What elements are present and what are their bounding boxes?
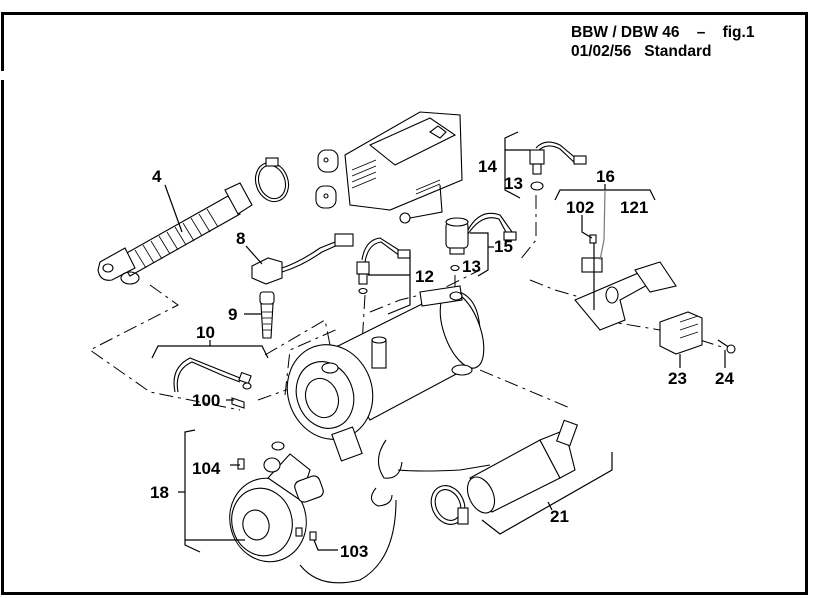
part-15-flame-sensor	[445, 212, 517, 272]
callout-121: 121	[620, 198, 648, 217]
part-4-flex-hose	[97, 182, 253, 285]
callout-15: 15	[494, 237, 513, 256]
callout-9: 9	[228, 305, 237, 324]
callout-leader-lines	[151, 131, 726, 553]
guide-line-seal-14	[519, 195, 537, 261]
header-line-1: BBW / DBW 46 – fig.1	[571, 23, 754, 42]
guide-line-burner	[284, 327, 341, 396]
part-24-screw	[717, 339, 736, 354]
part-14-overheat-sensor	[529, 141, 587, 191]
guide-line-seal-12	[361, 294, 366, 346]
callout-103: 103	[340, 542, 368, 561]
part-18-blower	[229, 441, 324, 563]
model-name: BBW / DBW 46	[571, 24, 680, 41]
date-code: 01/02/56	[571, 43, 632, 60]
header-separator: –	[696, 24, 706, 41]
part-hose-clamp	[254, 157, 290, 203]
part-fuel-line-clips	[299, 439, 491, 584]
callout-12: 12	[415, 267, 434, 286]
callout-21: 21	[550, 507, 569, 526]
frame-border-left-upper	[1, 12, 4, 71]
part-21-fuel-pump	[430, 419, 579, 525]
part-12-sensor	[356, 237, 411, 295]
callout-100: 100	[192, 391, 220, 410]
callout-labels: 4 8 9 10 12 13 13 14 15 16 18 21 23 24 1…	[150, 157, 734, 561]
callout-8: 8	[236, 229, 245, 248]
figure-number: fig.1	[722, 24, 755, 41]
part-16-bracket	[574, 234, 677, 331]
part-control-unit-cover	[315, 111, 463, 224]
callout-10: 10	[196, 323, 215, 342]
callout-23: 23	[668, 369, 687, 388]
callout-24: 24	[715, 369, 734, 388]
header-line-2: 01/02/56 Standard	[571, 42, 754, 61]
variant-name: Standard	[644, 43, 712, 60]
callout-14: 14	[478, 157, 497, 176]
part-8-plug-cable	[251, 233, 354, 285]
part-10-sensor-cable	[173, 357, 252, 409]
guide-line-hose	[89, 284, 241, 411]
callout-16: 16	[596, 167, 615, 186]
callout-18: 18	[150, 483, 169, 502]
frame-border-top	[1, 12, 808, 15]
callout-13-upper: 13	[504, 174, 523, 193]
callout-102: 102	[566, 198, 594, 217]
callout-104: 104	[192, 459, 221, 478]
guide-line-glow-plug	[264, 319, 333, 356]
callout-4: 4	[152, 167, 162, 186]
guide-line-screw	[699, 339, 726, 349]
figure-header: BBW / DBW 46 – fig.1 01/02/56 Standard	[571, 23, 754, 61]
frame-border-bottom	[1, 592, 808, 595]
part-23-connector	[659, 311, 703, 355]
frame-border-left-lower	[1, 80, 4, 595]
guide-line-bracket	[529, 279, 591, 301]
callout-13-lower: 13	[462, 257, 481, 276]
part-9-glow-plug	[259, 291, 275, 339]
frame-border-right	[805, 12, 808, 595]
part-burner-head	[286, 344, 374, 462]
